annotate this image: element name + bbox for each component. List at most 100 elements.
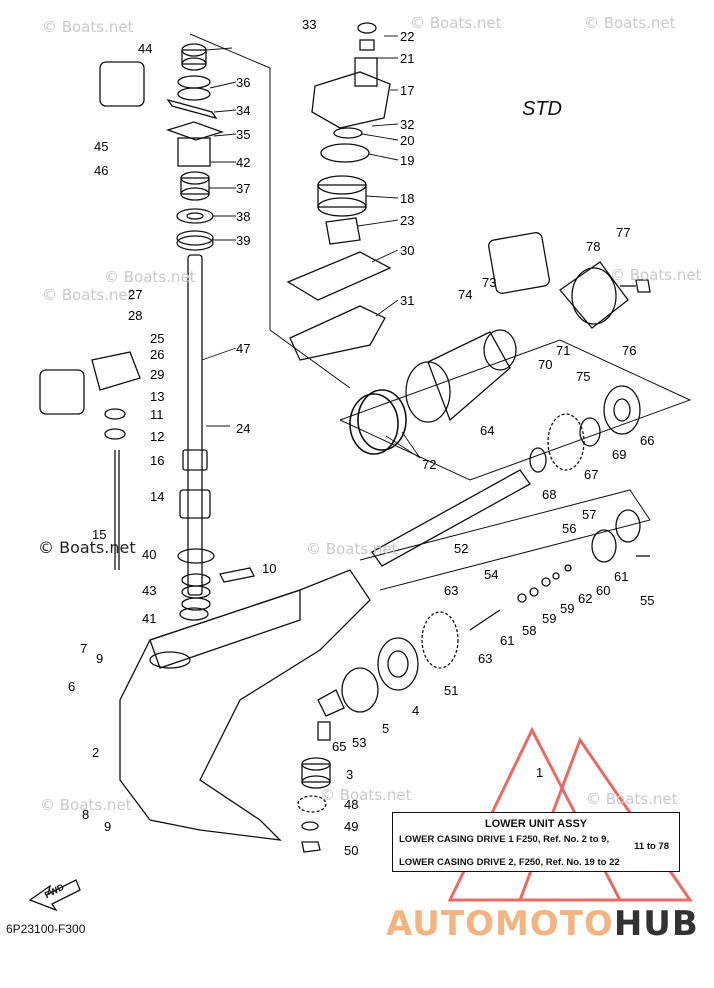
part-number: 65 — [332, 739, 347, 754]
watermark: © Boats.net — [320, 786, 412, 804]
part-number: 61 — [500, 633, 515, 648]
part-number: 68 — [542, 487, 557, 502]
part-number: 62 — [578, 591, 593, 606]
assy-row-1: LOWER CASING DRIVE 1 F250, Ref. No. 2 to… — [399, 834, 610, 845]
part-number: 46 — [94, 163, 109, 178]
logo-part2: HUB — [613, 904, 699, 944]
part-number: 42 — [236, 155, 251, 170]
part-number: 59 — [542, 611, 557, 626]
watermark: © Boats.net — [42, 18, 134, 36]
part-number: 73 — [482, 275, 497, 290]
part-number: 41 — [142, 611, 157, 626]
part-number: 52 — [454, 541, 469, 556]
part-number: 55 — [640, 593, 655, 608]
part-number: 31 — [400, 293, 415, 308]
part-number: 72 — [422, 457, 437, 472]
part-number: 67 — [584, 467, 599, 482]
part-number: 32 — [400, 117, 415, 132]
part-number: 3 — [346, 767, 354, 782]
part-number: 49 — [344, 819, 359, 834]
watermark: © Boats.net — [610, 266, 702, 284]
part-number: 30 — [400, 243, 415, 258]
site-logo[interactable]: AUTOMOTOHUB — [386, 904, 699, 944]
part-number: 60 — [596, 583, 611, 598]
part-number: 50 — [344, 843, 359, 858]
part-number: 35 — [236, 127, 251, 142]
part-number: 25 — [150, 331, 165, 346]
assy-title: LOWER UNIT ASSY — [484, 818, 588, 830]
part-number: 24 — [236, 421, 251, 436]
watermark: © Boats.net — [38, 538, 136, 557]
part-number: 63 — [478, 651, 493, 666]
part-number: 13 — [150, 389, 165, 404]
part-number: 59 — [560, 601, 575, 616]
part-number: 34 — [236, 103, 251, 118]
part-number: 47 — [236, 341, 251, 356]
part-number: 40 — [142, 547, 157, 562]
part-number: 71 — [556, 343, 571, 358]
part-number: 11 — [150, 407, 164, 422]
logo-part1: AUTOMOTO — [386, 904, 614, 944]
part-number: 21 — [400, 51, 415, 66]
part-number: 45 — [94, 139, 109, 154]
part-number: 66 — [640, 433, 655, 448]
part-number: 77 — [616, 225, 631, 240]
part-number: 43 — [142, 583, 157, 598]
part-number: 1 — [536, 765, 544, 780]
part-number: 63 — [444, 583, 459, 598]
part-number: 54 — [484, 567, 499, 582]
lower-unit-assy-table: LOWER UNIT ASSY LOWER CASING DRIVE 1 F25… — [392, 812, 680, 872]
watermark: © Boats.net — [104, 268, 196, 286]
part-number: 18 — [400, 191, 415, 206]
watermark: © Boats.net — [42, 286, 134, 304]
part-number: 29 — [150, 367, 165, 382]
part-number: 26 — [150, 347, 165, 362]
part-number: 16 — [150, 453, 165, 468]
part-number: 9 — [96, 651, 104, 666]
part-number: 28 — [128, 308, 143, 323]
part-number: 10 — [262, 561, 277, 576]
diagram-code: 6P23100-F300 — [6, 922, 86, 936]
part-number: 12 — [150, 429, 165, 444]
part-number: 38 — [236, 209, 251, 224]
part-number: 19 — [400, 153, 415, 168]
part-number: 9 — [104, 819, 112, 834]
part-number: 48 — [344, 797, 359, 812]
part-number: 61 — [614, 569, 629, 584]
part-number: 53 — [352, 735, 367, 750]
part-number: 4 — [412, 703, 420, 718]
assy-row-1-cont: 11 to 78 — [634, 841, 669, 852]
part-number: 74 — [458, 287, 473, 302]
part-number: 56 — [562, 521, 577, 536]
part-number: 8 — [82, 807, 90, 822]
part-number: 44 — [138, 41, 153, 56]
part-number: 64 — [480, 423, 495, 438]
part-number: 78 — [586, 239, 601, 254]
part-number: 15 — [92, 527, 107, 542]
part-number: 51 — [444, 683, 459, 698]
part-number: 69 — [612, 447, 627, 462]
part-number: 17 — [400, 83, 415, 98]
part-number: 14 — [150, 489, 165, 504]
part-number: 75 — [576, 369, 591, 384]
part-number: 23 — [400, 213, 415, 228]
part-number: 7 — [80, 641, 88, 656]
watermark: © Boats.net — [584, 14, 676, 32]
part-number: 6 — [68, 679, 76, 694]
part-number: 70 — [538, 357, 553, 372]
part-number: 37 — [236, 181, 251, 196]
part-number: 39 — [236, 233, 251, 248]
part-number: 36 — [236, 75, 251, 90]
part-number: 20 — [400, 133, 415, 148]
watermark: © Boats.net — [586, 790, 678, 808]
part-number: 76 — [622, 343, 637, 358]
part-number: 22 — [400, 29, 415, 44]
watermark: © Boats.net — [306, 540, 398, 558]
part-number: 58 — [522, 623, 537, 638]
watermark: © Boats.net — [40, 796, 132, 814]
part-number: 2 — [92, 745, 100, 760]
assy-row-2: LOWER CASING DRIVE 2, F250, Ref. No. 19 … — [399, 857, 620, 868]
variant-label: STD — [522, 98, 562, 120]
part-number: 33 — [302, 17, 317, 32]
watermark: © Boats.net — [410, 14, 502, 32]
